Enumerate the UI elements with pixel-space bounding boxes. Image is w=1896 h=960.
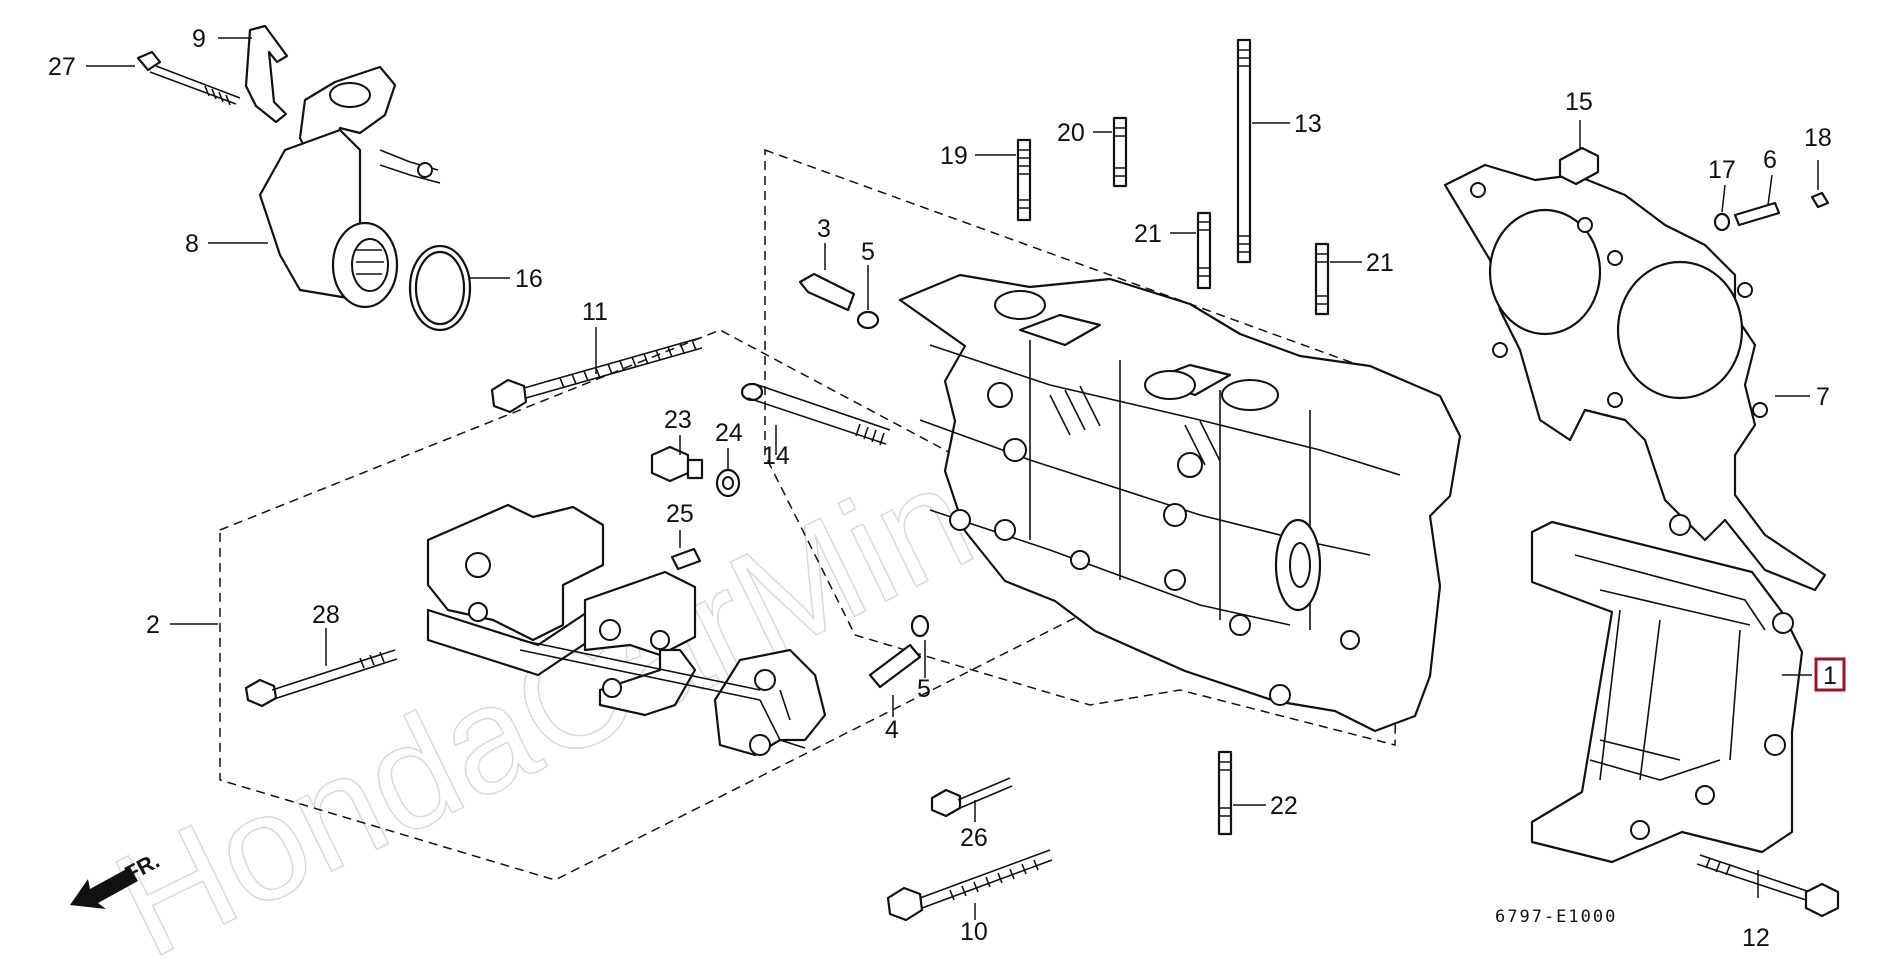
valve-guide-4-icon [868,643,922,689]
o-ring-17-icon [1713,212,1731,232]
bolt-27-icon [136,50,241,106]
diagram-code: 6797-E1000 [1495,907,1617,927]
bolt-10-icon [886,849,1053,922]
callout-25[interactable]: 25 [666,500,694,528]
bolt-12-icon [1696,854,1840,918]
bolt-11-icon [490,337,703,414]
dowel-pin-25-icon [670,547,702,571]
bolt-26-icon [930,777,1013,818]
valve-guide-3-icon [798,272,856,312]
head-gasket-7-icon [1443,163,1827,592]
clip-5a-icon [856,310,880,330]
thermostat-housing-group [136,24,472,332]
callout-24[interactable]: 24 [715,419,743,447]
cylinder-head-icon [898,273,1462,733]
callout-1[interactable]: 1 [1823,662,1837,690]
callout-19[interactable]: 19 [940,142,968,170]
callout-14[interactable]: 14 [762,442,790,470]
callout-16[interactable]: 16 [515,265,543,293]
water-outlet-8-icon [258,65,441,309]
bracket-9-icon [244,24,289,124]
callout-11[interactable]: 11 [582,298,608,326]
stud-22-icon [1217,750,1233,836]
camshaft-holder-2-icon [426,503,827,757]
callout-28[interactable]: 28 [312,601,340,629]
dowel-6-icon [1733,201,1781,227]
callouts: 27 9 8 16 11 2 28 23 24 14 25 3 5 4 5 19… [48,25,1832,952]
callout-5a[interactable]: 5 [861,238,875,266]
stud-20-icon [1112,116,1128,188]
callout-17[interactable]: 17 [1708,156,1736,184]
washer-24-icon [715,468,741,498]
callout-18[interactable]: 18 [1804,124,1832,152]
callout-20[interactable]: 20 [1057,119,1085,147]
callout-13[interactable]: 13 [1294,110,1322,138]
callout-21a[interactable]: 21 [1134,220,1162,248]
callout-10[interactable]: 10 [960,918,988,946]
callout-5b[interactable]: 5 [917,675,931,703]
callout-26[interactable]: 26 [960,824,988,852]
o-ring-16-icon [408,244,472,332]
bolt-28-icon [244,649,398,708]
engine-bracket-1-icon [1530,514,1804,864]
stud-21b-icon [1314,242,1330,316]
plug-23-icon [650,445,704,483]
callout-9[interactable]: 9 [192,25,206,53]
stud-19-icon [1016,138,1032,222]
dowel-15-icon [1558,146,1600,186]
arrow-left-down-icon [70,867,138,909]
callout-1-highlight[interactable]: 1 [1814,657,1846,692]
callout-2[interactable]: 2 [146,611,160,639]
callout-27[interactable]: 27 [48,53,76,81]
rocker-shaft-14-icon [740,382,891,446]
callout-22[interactable]: 22 [1270,792,1298,820]
callout-21b[interactable]: 21 [1366,249,1394,277]
callout-4[interactable]: 4 [885,716,899,744]
callout-6[interactable]: 6 [1763,146,1777,174]
leader-lines [86,37,1819,920]
callout-8[interactable]: 8 [185,230,199,258]
callout-15[interactable]: 15 [1565,88,1593,116]
stud-13-icon [1236,38,1252,264]
stud-21a-icon [1196,211,1212,290]
clip-5b-icon [910,614,930,638]
callout-12[interactable]: 12 [1742,924,1770,952]
callout-23[interactable]: 23 [664,406,692,434]
dowel-18-icon [1810,191,1830,209]
callout-7[interactable]: 7 [1816,383,1830,411]
callout-3[interactable]: 3 [817,215,831,243]
